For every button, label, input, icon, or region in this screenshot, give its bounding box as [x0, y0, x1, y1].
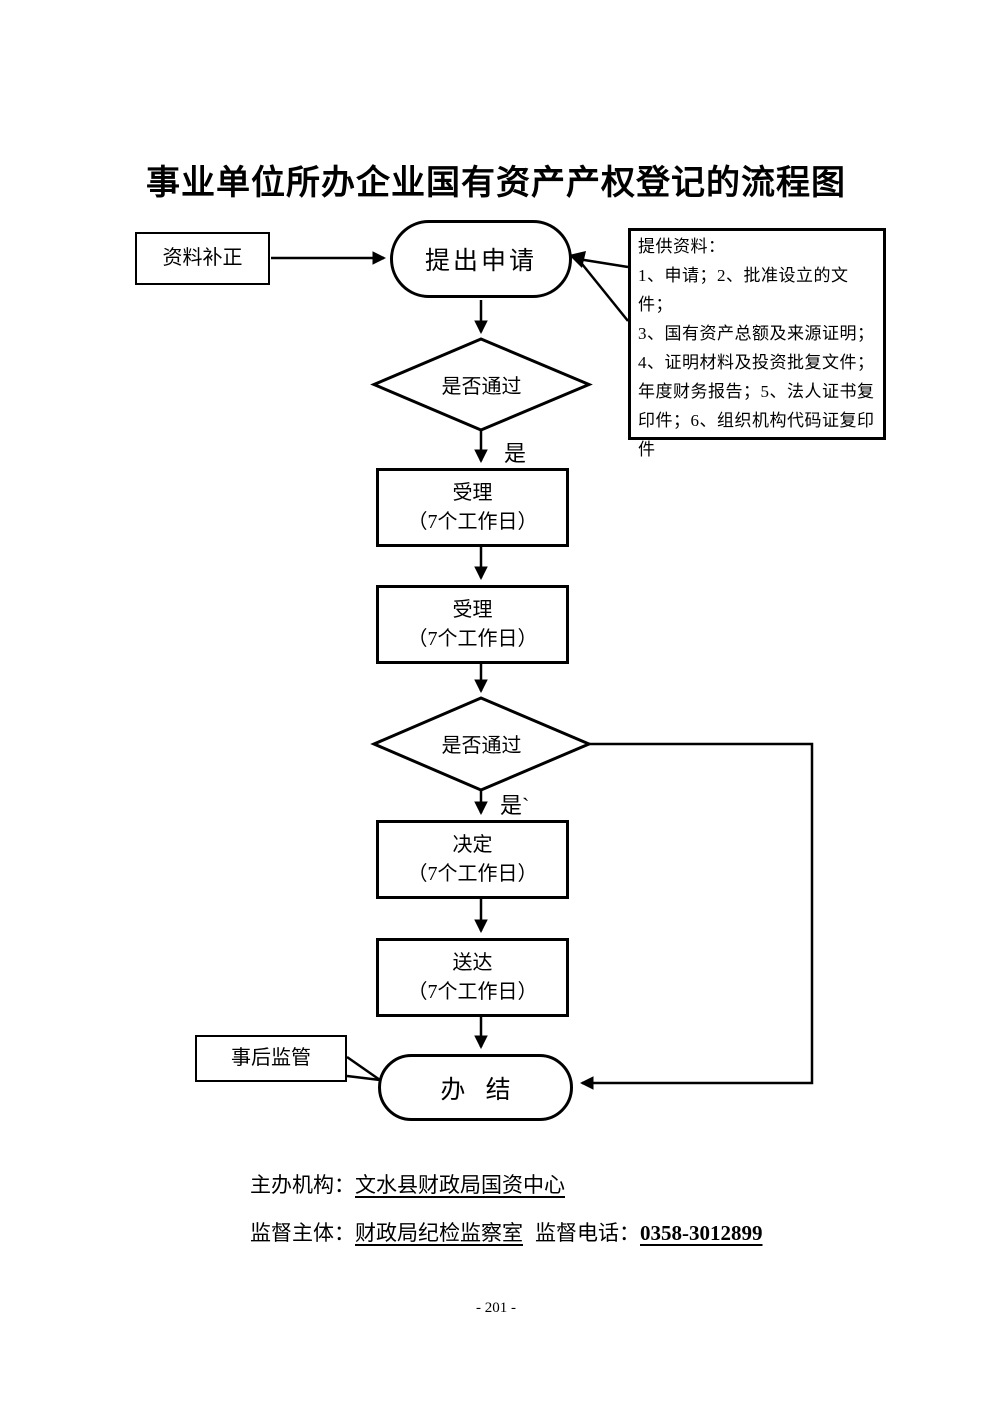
note-line: 3、国有资产总额及来源证明；: [638, 324, 875, 343]
step4-duration: （7个工作日）: [407, 980, 538, 1003]
node-step1-box: 受理 （7个工作日）: [376, 468, 569, 547]
node-step2-box: 受理 （7个工作日）: [376, 585, 569, 664]
arrow-decision2-loop-to-end: [579, 742, 814, 1090]
footer-host-value: 文水县财政局国资中心: [355, 1173, 565, 1197]
node-step3-box: 决定 （7个工作日）: [376, 820, 569, 899]
node-supplement-box: 资料补正: [135, 232, 270, 285]
note-materials-box: 提供资料： 1、申请；2、批准设立的文件； 3、国有资产总额及来源证明； 4、证…: [628, 228, 886, 459]
node-post-supervision-box: 事后监管: [195, 1035, 347, 1082]
note-callout-arrowhead: [569, 251, 586, 268]
post-callout-lower-line: [346, 1074, 381, 1082]
step4-title: 送达: [452, 951, 493, 974]
page-number: - 201 -: [476, 1300, 516, 1316]
note-line: 印件；6、组织机构代码证复印: [638, 411, 875, 430]
step2-title: 受理: [452, 598, 493, 621]
note-callout-lines: [577, 257, 629, 322]
step1-duration: （7个工作日）: [407, 510, 538, 533]
footer-phone-label: 监督电话：: [535, 1221, 640, 1245]
flow-arrows: [271, 251, 814, 1090]
node-start-stadium: 提出申请: [390, 220, 572, 298]
step2-duration: （7个工作日）: [407, 627, 538, 650]
decision1-yes-label: 是: [504, 441, 527, 466]
footer-supervisor-label: 监督主体：: [250, 1221, 355, 1245]
post-callout-lines: [346, 1055, 381, 1082]
node-step4-box: 送达 （7个工作日）: [376, 938, 569, 1017]
decision2-yes-label: 是`: [500, 793, 530, 818]
note-callout-lower-line: [577, 258, 629, 322]
node-decision2-label: 是否通过: [441, 735, 522, 757]
node-end-label: 办 结: [440, 1076, 511, 1104]
footer-supervisor-value: 财政局纪检监察室: [355, 1221, 523, 1245]
step3-duration: （7个工作日）: [407, 862, 538, 885]
post-callout-upper-line: [346, 1055, 381, 1082]
step1-title: 受理: [452, 481, 493, 504]
note-title: 提供资料：: [638, 237, 726, 256]
page-title: 事业单位所办企业国有资产产权登记的流程图: [146, 165, 846, 202]
note-callout-upper-line: [577, 257, 629, 269]
step3-title: 决定: [452, 833, 493, 856]
node-end-stadium: 办 结: [378, 1054, 573, 1121]
node-supplement-label: 资料补正: [162, 247, 243, 269]
footer-phone-value: 0358-3012899: [640, 1221, 763, 1245]
footer-host-line: 主办机构：文水县财政局国资中心: [250, 1169, 565, 1199]
note-line: 4、证明材料及投资批复文件；: [638, 353, 875, 372]
note-line: 年度财务报告；5、法人证书复: [638, 382, 875, 401]
note-line: 1、申请；2、批准设立的文件；: [638, 266, 849, 314]
footer-supervisor-line: 监督主体：财政局纪检监察室监督电话：0358-3012899: [250, 1217, 763, 1247]
footer-host-label: 主办机构：: [250, 1173, 355, 1197]
note-line: 件: [638, 440, 656, 459]
node-decision1-label: 是否通过: [441, 376, 522, 398]
post-supervision-label: 事后监管: [231, 1047, 311, 1069]
node-start-label: 提出申请: [424, 248, 537, 275]
